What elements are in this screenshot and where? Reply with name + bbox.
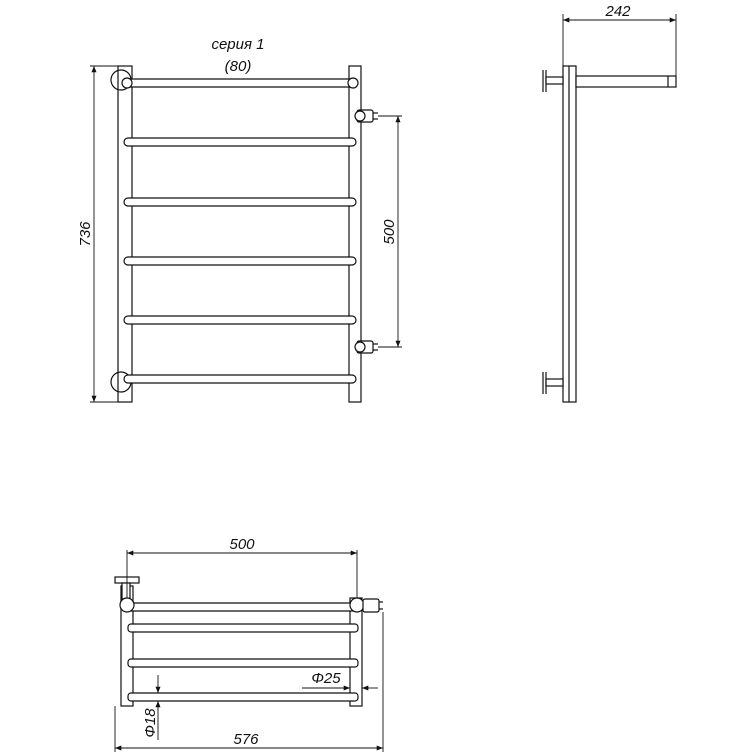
top-center-distance-label: 500 [229, 536, 255, 553]
front-left-pipe [117, 65, 133, 403]
front-connection-fitting-bottom [354, 340, 378, 354]
top-connection-fitting [349, 597, 383, 613]
connection-dimension-label: 500 [381, 219, 398, 245]
front-rung [123, 137, 357, 147]
front-rung [123, 78, 357, 88]
series-label: серия 1 [211, 36, 264, 53]
front-right-pipe [348, 65, 362, 403]
front-rung [123, 256, 357, 266]
front-rung [123, 374, 357, 384]
front-rung [123, 197, 357, 207]
top-right-pipe [349, 597, 363, 707]
top-view: 500 576 Φ25 Φ18 [114, 536, 384, 752]
top-total-width-label: 576 [233, 731, 259, 748]
side-view: 242 [542, 3, 677, 403]
side-wall-mount-bottom [542, 372, 564, 394]
rung-diameter-label: Φ18 [142, 708, 159, 738]
depth-dimension-label: 242 [604, 3, 631, 20]
front-view: 736 500 серия 1 (80) [77, 36, 402, 403]
front-rung [123, 315, 357, 325]
top-rung [127, 623, 359, 633]
series-code: (80) [225, 58, 252, 75]
front-connection-fitting-top [354, 109, 378, 123]
top-rung [127, 692, 359, 702]
side-shelf-bar [575, 75, 677, 88]
top-rung [127, 658, 359, 668]
height-dimension-label: 736 [77, 221, 94, 247]
top-rung [127, 602, 359, 612]
pipe-diameter-label: Φ25 [311, 670, 341, 687]
side-wall-mount-top [542, 70, 564, 92]
